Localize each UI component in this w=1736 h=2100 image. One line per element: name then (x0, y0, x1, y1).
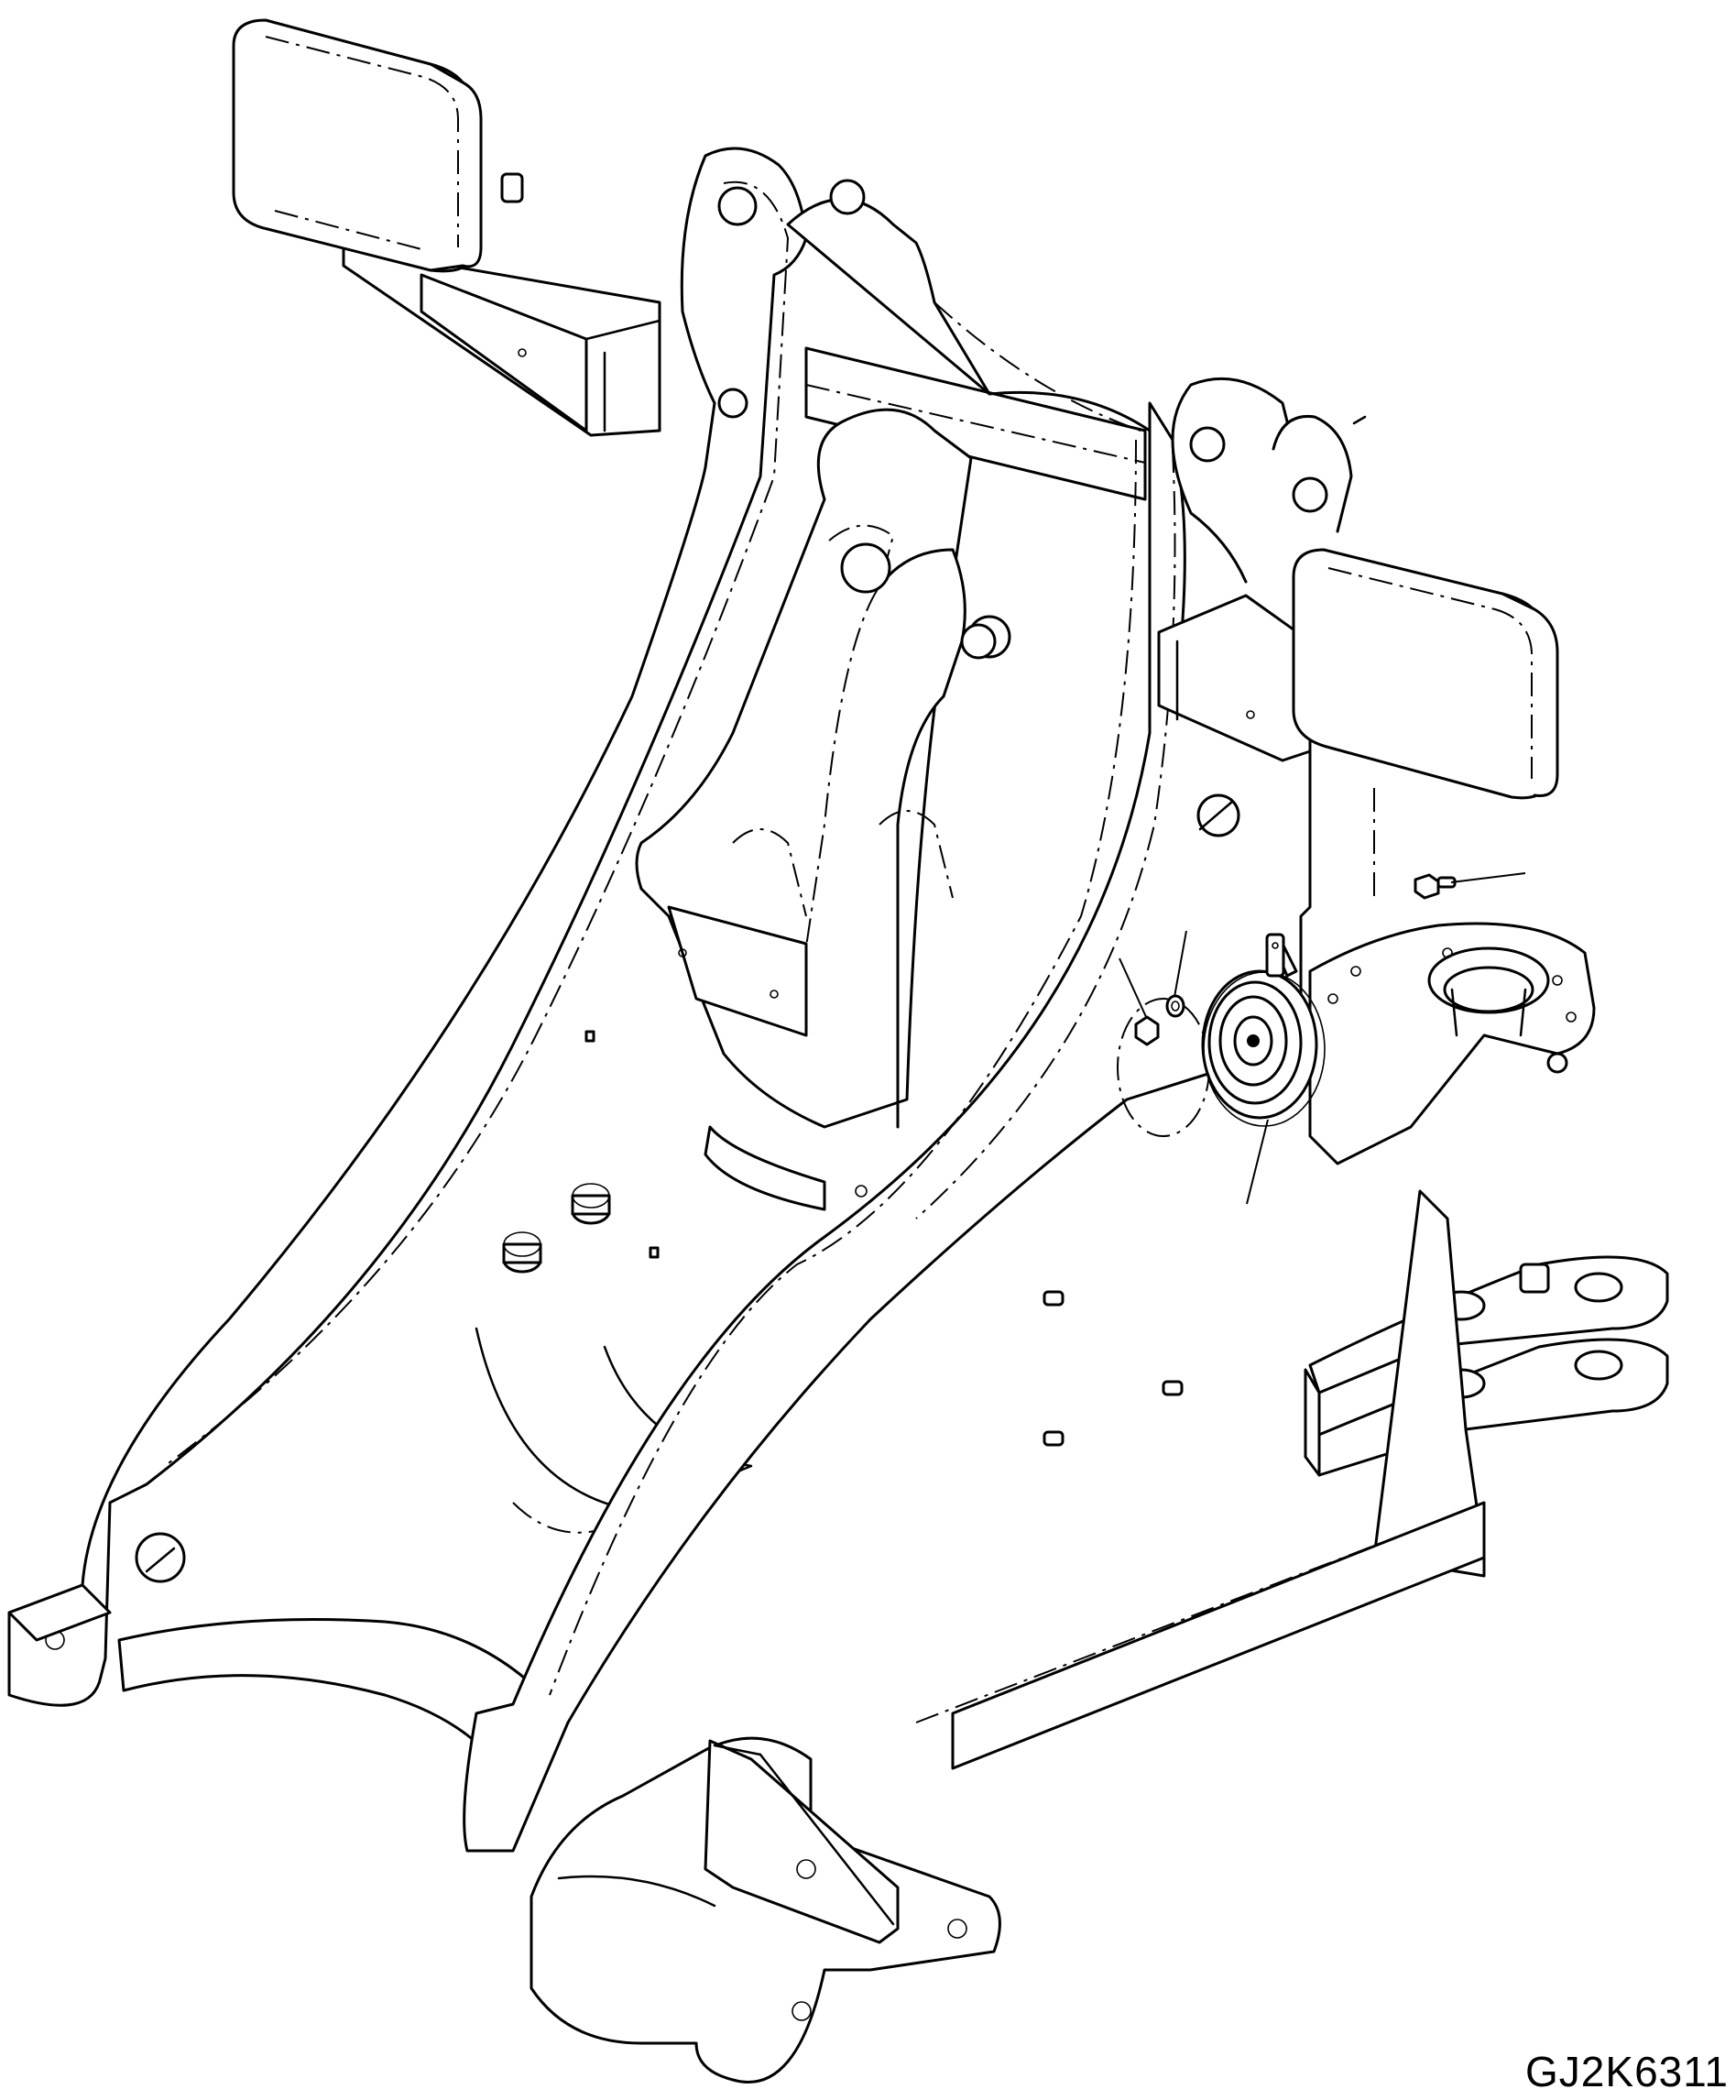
front-cross-member (530, 1501, 1486, 2084)
drawing-code: GJ2K6311 (1525, 2048, 1729, 2095)
nut (1134, 1015, 1160, 1046)
leader-lines (1119, 872, 1526, 1205)
center-bracket (635, 408, 997, 1211)
horn (1117, 933, 1326, 1137)
steering-mount (1308, 922, 1596, 1165)
rear-cross-beam (804, 346, 1147, 501)
right-work-lamp (1157, 377, 1559, 898)
lock-washer (1165, 994, 1185, 1018)
left-work-lamp (232, 18, 661, 437)
hinge-plates (1304, 1189, 1669, 1578)
frame-bosses (502, 1030, 1184, 1447)
bolt (1414, 873, 1440, 900)
fasteners (1134, 873, 1457, 1046)
left-frame-plate (7, 147, 808, 1707)
